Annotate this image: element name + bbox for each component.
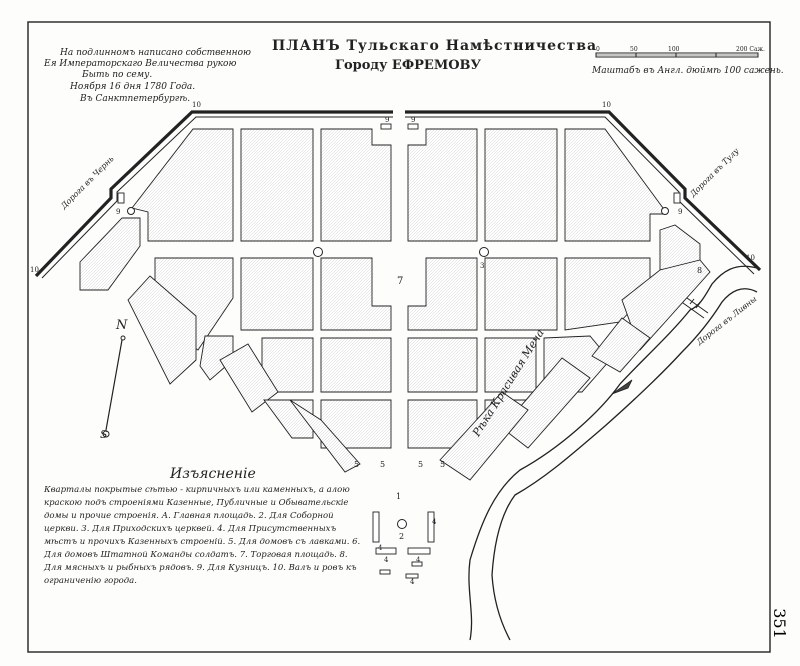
label-offices: 4 xyxy=(384,556,389,564)
map-title: ПЛАНЪ Тульскаго Намѣстничества xyxy=(272,38,598,54)
block xyxy=(659,224,701,271)
church-icon xyxy=(397,519,407,529)
label-rampart: 10 xyxy=(192,101,201,109)
label-shops: 5 xyxy=(380,460,386,469)
south-label: S xyxy=(100,428,108,441)
trading-square-buildings xyxy=(372,511,435,579)
church-icon xyxy=(479,247,489,257)
label-cathedral: 2 xyxy=(399,532,405,541)
block xyxy=(439,391,529,481)
map-subtitle: Городу ЕФРЕМОВУ xyxy=(335,58,482,73)
block xyxy=(289,399,361,473)
label-shops: 5 xyxy=(440,460,446,469)
block xyxy=(407,128,478,242)
label-smithies: 9 xyxy=(385,116,390,124)
block xyxy=(407,337,478,393)
block xyxy=(320,128,392,242)
approval-line: Быть по сему. xyxy=(82,70,153,80)
label-rampart: 10 xyxy=(746,254,755,262)
block xyxy=(320,257,392,331)
block xyxy=(484,128,558,242)
scale-tick: 50 xyxy=(630,46,638,53)
label-rampart: 10 xyxy=(602,101,611,109)
block xyxy=(240,128,314,242)
label-trade-square: 7 xyxy=(397,276,404,287)
block xyxy=(320,337,392,393)
church-icon xyxy=(127,207,135,215)
block xyxy=(564,128,664,242)
label-smithies: 9 xyxy=(678,208,683,216)
block xyxy=(199,335,234,381)
scale-tick: 100 xyxy=(668,46,680,53)
block xyxy=(219,343,279,413)
city-blocks xyxy=(79,128,711,481)
label-smithies: 9 xyxy=(411,116,416,124)
label-offices: 4 xyxy=(416,556,421,564)
rampart xyxy=(34,110,762,279)
river-bank xyxy=(468,265,758,641)
approval-line: На подлинномъ написано собственною xyxy=(60,48,251,58)
scale-bar xyxy=(595,52,759,58)
gate-houses xyxy=(117,123,681,204)
block xyxy=(240,257,314,331)
legend-text: Кварталы покрытые сѣтью - кирпичныхъ или… xyxy=(44,485,361,586)
scale-caption: Маштабъ въ Англ. дюймѣ 100 сажень. xyxy=(592,66,784,76)
label-offices: 4 xyxy=(432,518,437,526)
label-offices: 4 xyxy=(378,544,383,552)
scale-tick: 0 xyxy=(596,46,600,53)
label-main-square: 1 xyxy=(396,492,402,501)
sheet-number: 351 xyxy=(769,608,789,639)
legend-heading: Изъясненіе xyxy=(170,466,256,482)
church-icon xyxy=(313,247,323,257)
map-frame xyxy=(27,21,771,653)
label-meat-rows: 8 xyxy=(697,266,703,275)
block xyxy=(127,275,197,385)
compass xyxy=(102,335,126,438)
approval-line: Ея Императорскаго Величества рукою xyxy=(44,59,237,69)
label-rampart: 10 xyxy=(30,266,39,274)
church-icon xyxy=(661,207,669,215)
north-label: N xyxy=(116,318,128,333)
block xyxy=(501,357,591,449)
label-offices: 4 xyxy=(410,578,415,586)
block xyxy=(79,217,141,291)
scale-tick: 200 Саж. xyxy=(736,46,765,53)
boat-icon xyxy=(611,379,633,395)
label-parish-church: 3 xyxy=(480,262,485,270)
church-markers xyxy=(127,207,669,529)
approval-date: Ноября 16 дня 1780 Года. xyxy=(70,82,196,92)
label-shops: 5 xyxy=(354,460,360,469)
block xyxy=(591,317,651,373)
block xyxy=(131,128,234,242)
label-shops: 5 xyxy=(418,460,424,469)
approval-place: Въ Санктпетербургѣ. xyxy=(80,94,191,104)
block xyxy=(484,257,558,331)
block xyxy=(407,257,478,331)
label-smithies: 9 xyxy=(116,208,121,216)
